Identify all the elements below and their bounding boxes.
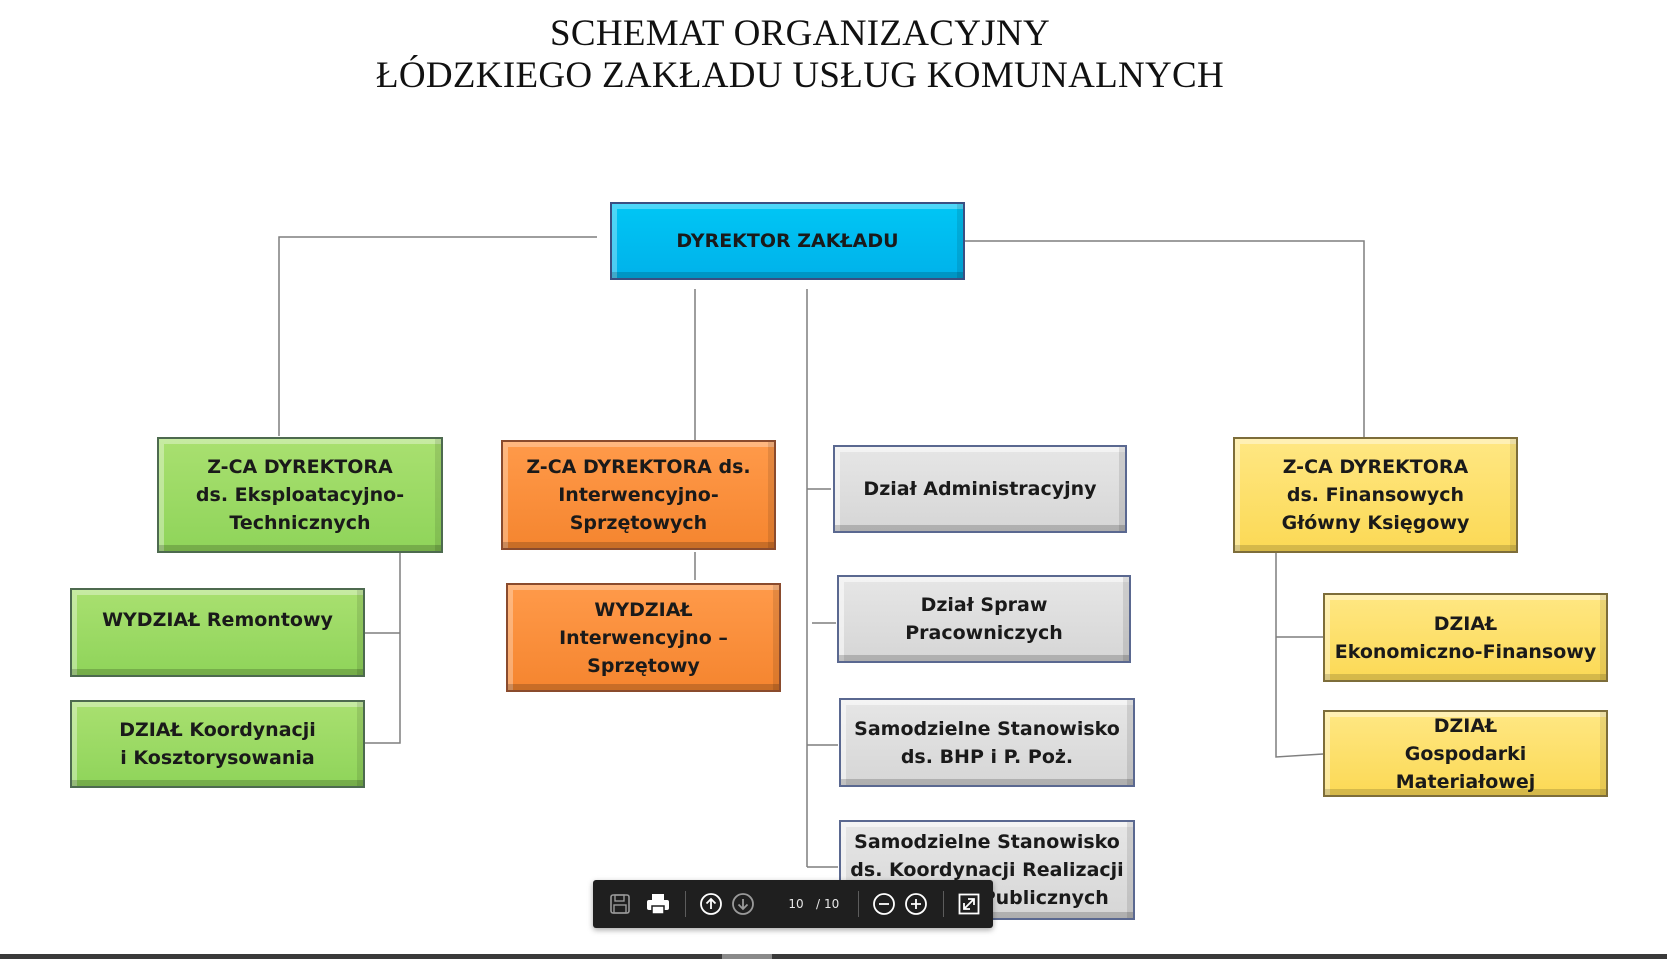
post-bhp-label: Samodzielne Stanowisko ds. BHP i P. Poż.	[854, 717, 1120, 768]
toolbar-separator	[685, 891, 686, 917]
connector-exploitation-children	[364, 552, 401, 744]
next-page-icon[interactable]	[728, 889, 758, 919]
connector-director-finance	[962, 240, 1365, 439]
page-separator: /	[816, 897, 821, 911]
dept-economic-box: DZIAŁ Ekonomiczno-Finansowy	[1323, 593, 1608, 682]
deputy-exploitation-label: Z-CA DYREKTORA ds. Eksploatacyjno- Techn…	[195, 456, 405, 534]
zoom-in-icon[interactable]	[901, 889, 931, 919]
chart-title-line-1: SCHEMAT ORGANIZACYJNY	[549, 13, 1051, 54]
dept-economic-label: DZIAŁ Ekonomiczno-Finansowy	[1334, 612, 1597, 663]
deputy-finance-label: Z-CA DYREKTORA ds. Finansowych Główny Ks…	[1281, 456, 1470, 534]
dept-repair-box: WYDZIAŁ Remontowy	[70, 588, 365, 677]
dept-intervention-box: WYDZIAŁ Interwencyjno – Sprzętowy	[506, 583, 781, 692]
chart-title-line-2: ŁÓDZKIEGO ZAKŁADU USŁUG KOMUNALNYCH	[375, 55, 1225, 96]
current-page-input[interactable]: 10	[788, 897, 804, 911]
dept-admin-label: Dział Administracyjny	[863, 478, 1097, 500]
toolbar-separator	[943, 891, 945, 917]
horizontal-scrollbar[interactable]	[0, 954, 1667, 959]
dept-materials-box: DZIAŁ Gospodarki Materiałowej	[1323, 710, 1608, 797]
toolbar-separator	[858, 891, 860, 917]
director-label: DYREKTOR ZAKŁADU	[676, 230, 899, 252]
deputy-intervention-box: Z-CA DYREKTORA ds. Interwencyjno- Sprzęt…	[501, 440, 776, 550]
dept-hr-box: Dział Spraw Pracowniczych	[837, 575, 1131, 663]
post-bhp-box: Samodzielne Stanowisko ds. BHP i P. Poż.	[839, 698, 1135, 787]
viewer-toolbar: 10 / 10	[593, 880, 993, 928]
fit-page-icon[interactable]	[954, 889, 984, 919]
zoom-out-icon[interactable]	[869, 889, 899, 919]
dept-repair-label: WYDZIAŁ Remontowy	[102, 609, 333, 631]
print-icon[interactable]	[643, 889, 673, 919]
deputy-intervention-label: Z-CA DYREKTORA ds. Interwencyjno- Sprzęt…	[526, 456, 751, 534]
director-box: DYREKTOR ZAKŁADU	[610, 202, 965, 280]
previous-page-icon[interactable]	[696, 889, 726, 919]
dept-admin-box: Dział Administracyjny	[833, 445, 1127, 533]
total-pages: 10	[824, 897, 840, 911]
post-procurement-label: Samodzielne Stanowisko ds. Koordynacji R…	[850, 831, 1124, 909]
save-icon[interactable]	[605, 889, 635, 919]
dept-intervention-label: WYDZIAŁ Interwencyjno – Sprzętowy	[559, 598, 728, 677]
dept-materials-label: DZIAŁ Gospodarki Materiałowej	[1395, 714, 1536, 793]
deputy-finance-box: Z-CA DYREKTORA ds. Finansowych Główny Ks…	[1233, 437, 1518, 553]
connector-finance-children	[1275, 552, 1324, 758]
dept-coordination-box: DZIAŁ Koordynacji i Kosztorysowania	[70, 700, 365, 788]
dept-hr-label: Dział Spraw Pracowniczych	[905, 594, 1063, 644]
dept-coordination-label: DZIAŁ Koordynacji i Kosztorysowania	[119, 719, 316, 769]
deputy-exploitation-box: Z-CA DYREKTORA ds. Eksploatacyjno- Techn…	[157, 437, 443, 553]
connector-director-exploitation	[278, 236, 597, 436]
scrollbar-thumb[interactable]	[722, 954, 772, 959]
